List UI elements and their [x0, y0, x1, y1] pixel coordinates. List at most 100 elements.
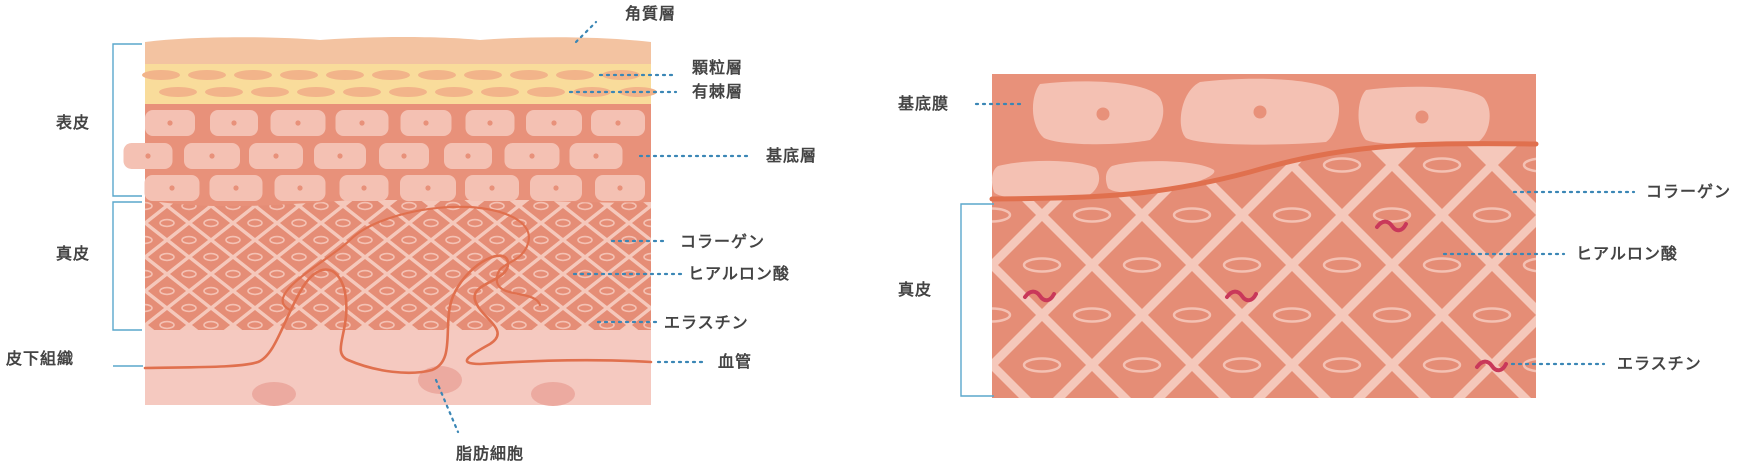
- epidermal-cell-nucleus: [273, 153, 279, 159]
- granule: [527, 87, 565, 97]
- hyaluronic-acid: [621, 235, 637, 245]
- epidermal-cell-nucleus: [297, 185, 303, 191]
- hyaluronic-acid-large: [1222, 357, 1262, 373]
- granule: [326, 70, 364, 80]
- hyaluronic-acid: [577, 235, 593, 245]
- hyaluronic-acid-large: [874, 409, 910, 422]
- hyaluronic-acid: [533, 201, 549, 211]
- collagen-fiber-large: [848, 171, 936, 259]
- collagen-fiber-large: [992, 371, 1019, 398]
- hyaluronic-acid-large: [1074, 409, 1110, 422]
- epidermal-cell-nucleus: [489, 185, 495, 191]
- collagen-fiber: [148, 276, 186, 306]
- collagen-fiber-large: [1348, 171, 1436, 259]
- epidermal-cell-nucleus: [551, 120, 557, 126]
- epidermal-cell-nucleus: [423, 120, 429, 126]
- hyaluronic-acid: [145, 303, 153, 313]
- collagen-fiber: [456, 242, 494, 272]
- collagen-fiber: [500, 276, 538, 306]
- collagen-fiber: [214, 259, 252, 289]
- hyaluronic-acid: [555, 252, 571, 262]
- collagen-fiber: [346, 225, 384, 255]
- hyaluronic-acid: [379, 286, 395, 296]
- hyaluronic-acid: [291, 252, 307, 262]
- collagen-fiber: [412, 242, 450, 272]
- granule: [389, 87, 427, 97]
- collagen-fiber: [588, 208, 626, 238]
- hyaluronic-acid-large: [1472, 307, 1512, 323]
- elastin-fiber-1: [1023, 289, 1056, 303]
- hyaluronic-acid: [445, 235, 461, 245]
- granule: [556, 70, 594, 80]
- label-kitei-sou: 基底層: [765, 146, 817, 165]
- basement-membrane-line: [989, 141, 1539, 202]
- collagen-fiber-large: [1165, 371, 1219, 398]
- collagen-fiber: [258, 293, 296, 323]
- collagen-fiber: [390, 259, 428, 289]
- collagen-fiber: [588, 310, 626, 330]
- hyaluronic-acid: [379, 252, 395, 262]
- hyaluronic-acid: [666, 305, 680, 312]
- collagen-fiber: [214, 293, 252, 323]
- epidermal-cell-nucleus: [615, 120, 621, 126]
- hyaluronic-acid: [467, 252, 483, 262]
- granule: [142, 70, 180, 80]
- collagen-fiber: [654, 191, 692, 221]
- collagen-fiber: [610, 293, 648, 323]
- granule: [205, 87, 243, 97]
- blood-vessel-branch: [281, 205, 542, 312]
- collagen-fiber-large: [1465, 371, 1519, 398]
- hyaluronic-acid: [401, 235, 417, 245]
- collagen-fiber-large: [1248, 171, 1336, 259]
- collagen-fiber-large: [1065, 371, 1119, 398]
- collagen-fiber: [236, 276, 274, 306]
- collagen-fiber: [544, 242, 582, 272]
- hyaluronic-acid: [203, 218, 219, 228]
- hyaluronic-acid: [577, 201, 593, 211]
- hyaluronic-acid: [269, 269, 285, 279]
- basal-cell-5: [1105, 161, 1215, 193]
- collagen-fiber-large: [1148, 171, 1236, 259]
- hyaluronic-acid: [379, 320, 395, 330]
- collagen-fiber: [412, 208, 450, 238]
- hyaluronic-acid-large: [1072, 307, 1112, 323]
- collagen-fiber: [258, 225, 296, 255]
- epidermal-cell-nucleus: [401, 153, 407, 159]
- epidermal-cell-nucleus: [169, 185, 175, 191]
- collagen-fiber: [412, 310, 450, 330]
- hyaluronic-acid-large: [992, 207, 1012, 223]
- collagen-fiber-large: [1365, 371, 1419, 398]
- collagen-fiber: [324, 310, 362, 330]
- basal-cell-nucleus-3: [1415, 110, 1429, 124]
- collagen-fiber: [500, 310, 538, 330]
- collagen-fiber: [566, 293, 604, 323]
- collagen-fiber: [280, 208, 318, 238]
- hyaluronic-acid-large: [1122, 257, 1162, 273]
- hyaluronic-acid-large: [1322, 357, 1362, 373]
- collagen-fiber: [632, 276, 651, 306]
- blood-vessel: [143, 254, 653, 375]
- collagen-fiber: [544, 276, 582, 306]
- hyaluronic-acid: [203, 286, 219, 296]
- hyaluronic-acid: [577, 303, 593, 313]
- collagen-fiber-large: [1498, 327, 1536, 398]
- hyaluronic-acid-large: [1122, 357, 1162, 373]
- hyaluronic-acid: [401, 201, 417, 211]
- hyaluronic-acid-large: [1274, 409, 1310, 422]
- collagen-fiber: [610, 225, 648, 255]
- collagen-fiber: [588, 276, 626, 306]
- hyaluronic-acid: [555, 286, 571, 296]
- collagen-fiber-large: [992, 271, 1036, 359]
- hyaluronic-acid-large: [1272, 307, 1312, 323]
- hyaluronic-acid-large: [1172, 207, 1212, 223]
- collagen-fiber: [192, 208, 230, 238]
- collagen-fiber-large: [1548, 371, 1636, 459]
- collagen-fiber: [522, 225, 560, 255]
- hyaluronic-acid-large: [874, 209, 910, 222]
- hyaluronic-acid: [181, 303, 197, 313]
- epidermal-cell-nucleus: [593, 153, 599, 159]
- granule: [372, 70, 410, 80]
- hyaluronic-acid: [533, 235, 549, 245]
- hyaluronic-acid-large: [1574, 409, 1610, 422]
- hyaluronic-acid: [599, 218, 615, 228]
